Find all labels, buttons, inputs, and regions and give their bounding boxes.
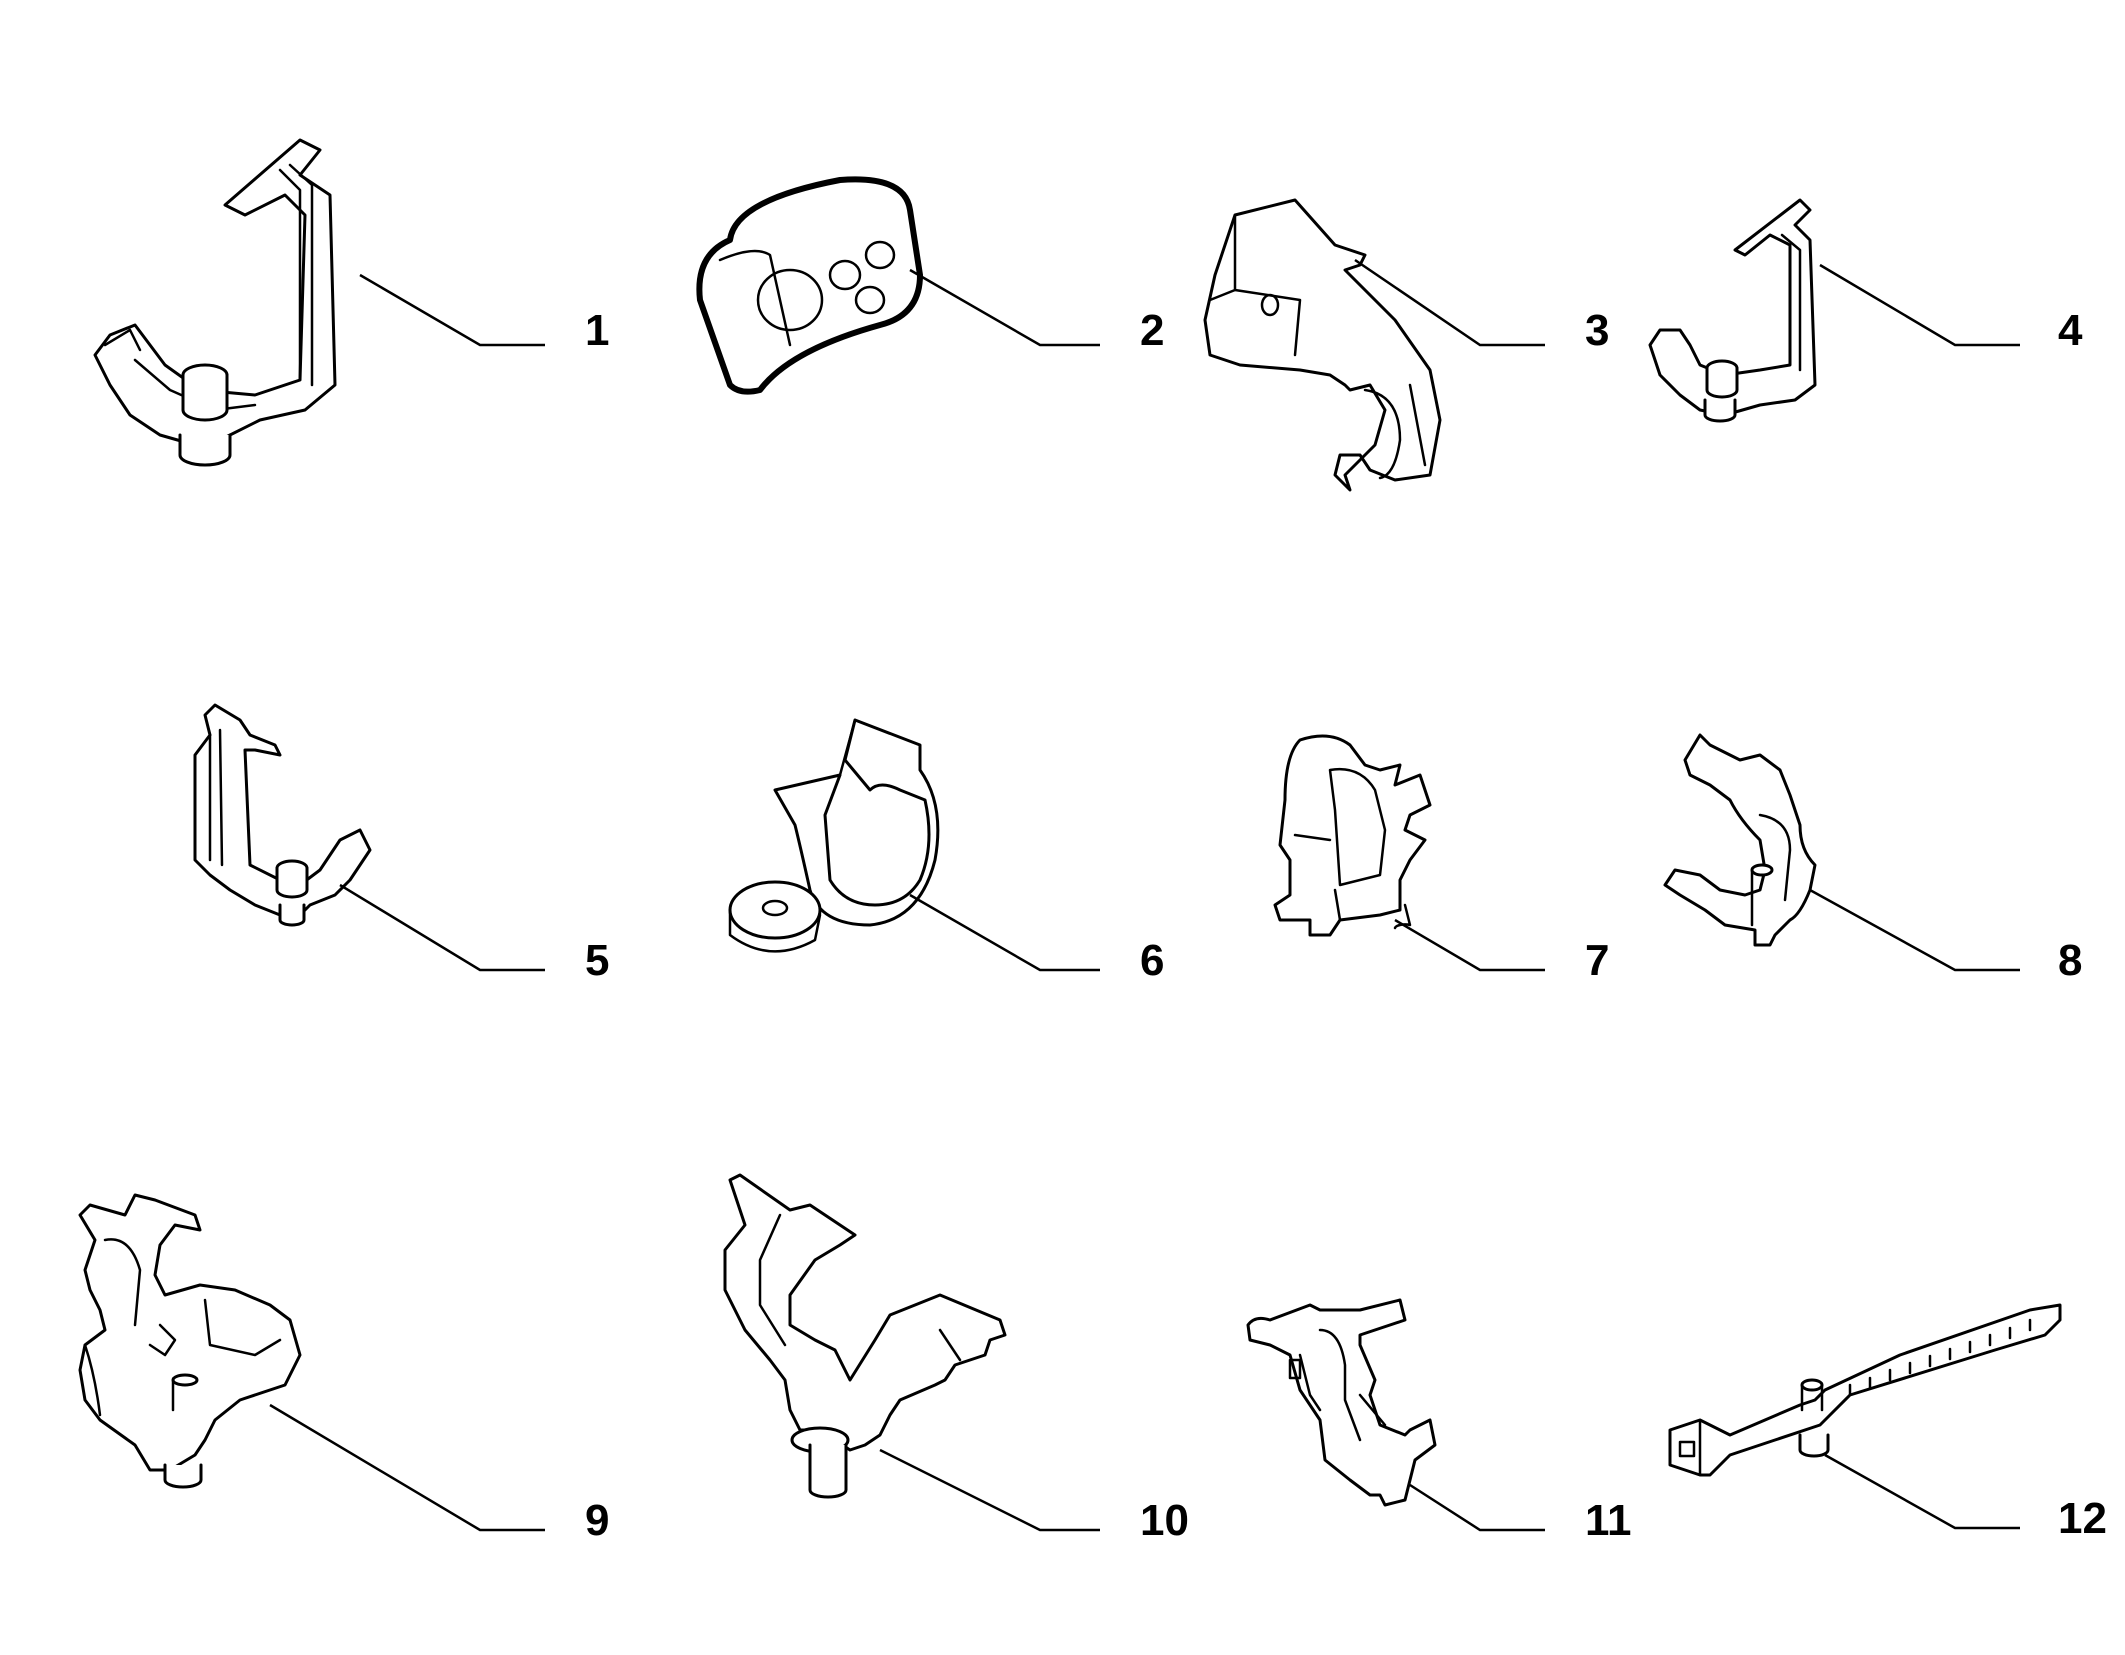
leader-2 xyxy=(909,268,1100,347)
callout-number-12: 12 xyxy=(2058,1494,2107,1543)
leader-4 xyxy=(1819,263,2020,347)
part-6-drawing xyxy=(728,718,940,953)
part-8-drawing xyxy=(1663,733,1817,947)
callout-number-8: 8 xyxy=(2058,936,2082,985)
leader-7 xyxy=(1394,918,1545,972)
callout-number-4: 4 xyxy=(2058,306,2083,355)
part-5-drawing xyxy=(193,703,372,927)
part-7-drawing xyxy=(1273,734,1432,937)
leader-9 xyxy=(269,1403,545,1532)
part-11-drawing xyxy=(1246,1298,1437,1507)
leader-lines xyxy=(269,258,2020,1532)
callout-number-9: 9 xyxy=(585,1496,609,1545)
callout-number-5: 5 xyxy=(585,936,609,985)
callout-numbers: 1 2 3 4 5 6 7 8 9 10 11 12 xyxy=(585,306,2107,1545)
part-1-drawing xyxy=(93,138,337,467)
part-4-drawing xyxy=(1648,198,1817,423)
leader-12 xyxy=(1824,1453,2020,1530)
part-3-drawing xyxy=(1203,198,1442,492)
leader-1 xyxy=(359,273,545,347)
part-2-drawing xyxy=(696,176,923,395)
part-12-drawing xyxy=(1668,1303,2062,1477)
leader-5 xyxy=(339,883,545,972)
leader-3 xyxy=(1354,258,1545,347)
part-10-drawing xyxy=(723,1173,1007,1499)
callout-number-2: 2 xyxy=(1140,306,1164,355)
callout-number-1: 1 xyxy=(585,306,609,355)
leader-6 xyxy=(909,893,1100,972)
part-9-drawing xyxy=(78,1193,302,1489)
leader-8 xyxy=(1809,888,2020,972)
callout-number-7: 7 xyxy=(1585,936,1609,985)
callout-number-11: 11 xyxy=(1585,1496,1632,1545)
leader-10 xyxy=(879,1448,1100,1532)
callout-number-3: 3 xyxy=(1585,306,1609,355)
callout-number-6: 6 xyxy=(1140,936,1164,985)
leader-11 xyxy=(1409,1483,1545,1532)
callout-number-10: 10 xyxy=(1140,1496,1189,1545)
